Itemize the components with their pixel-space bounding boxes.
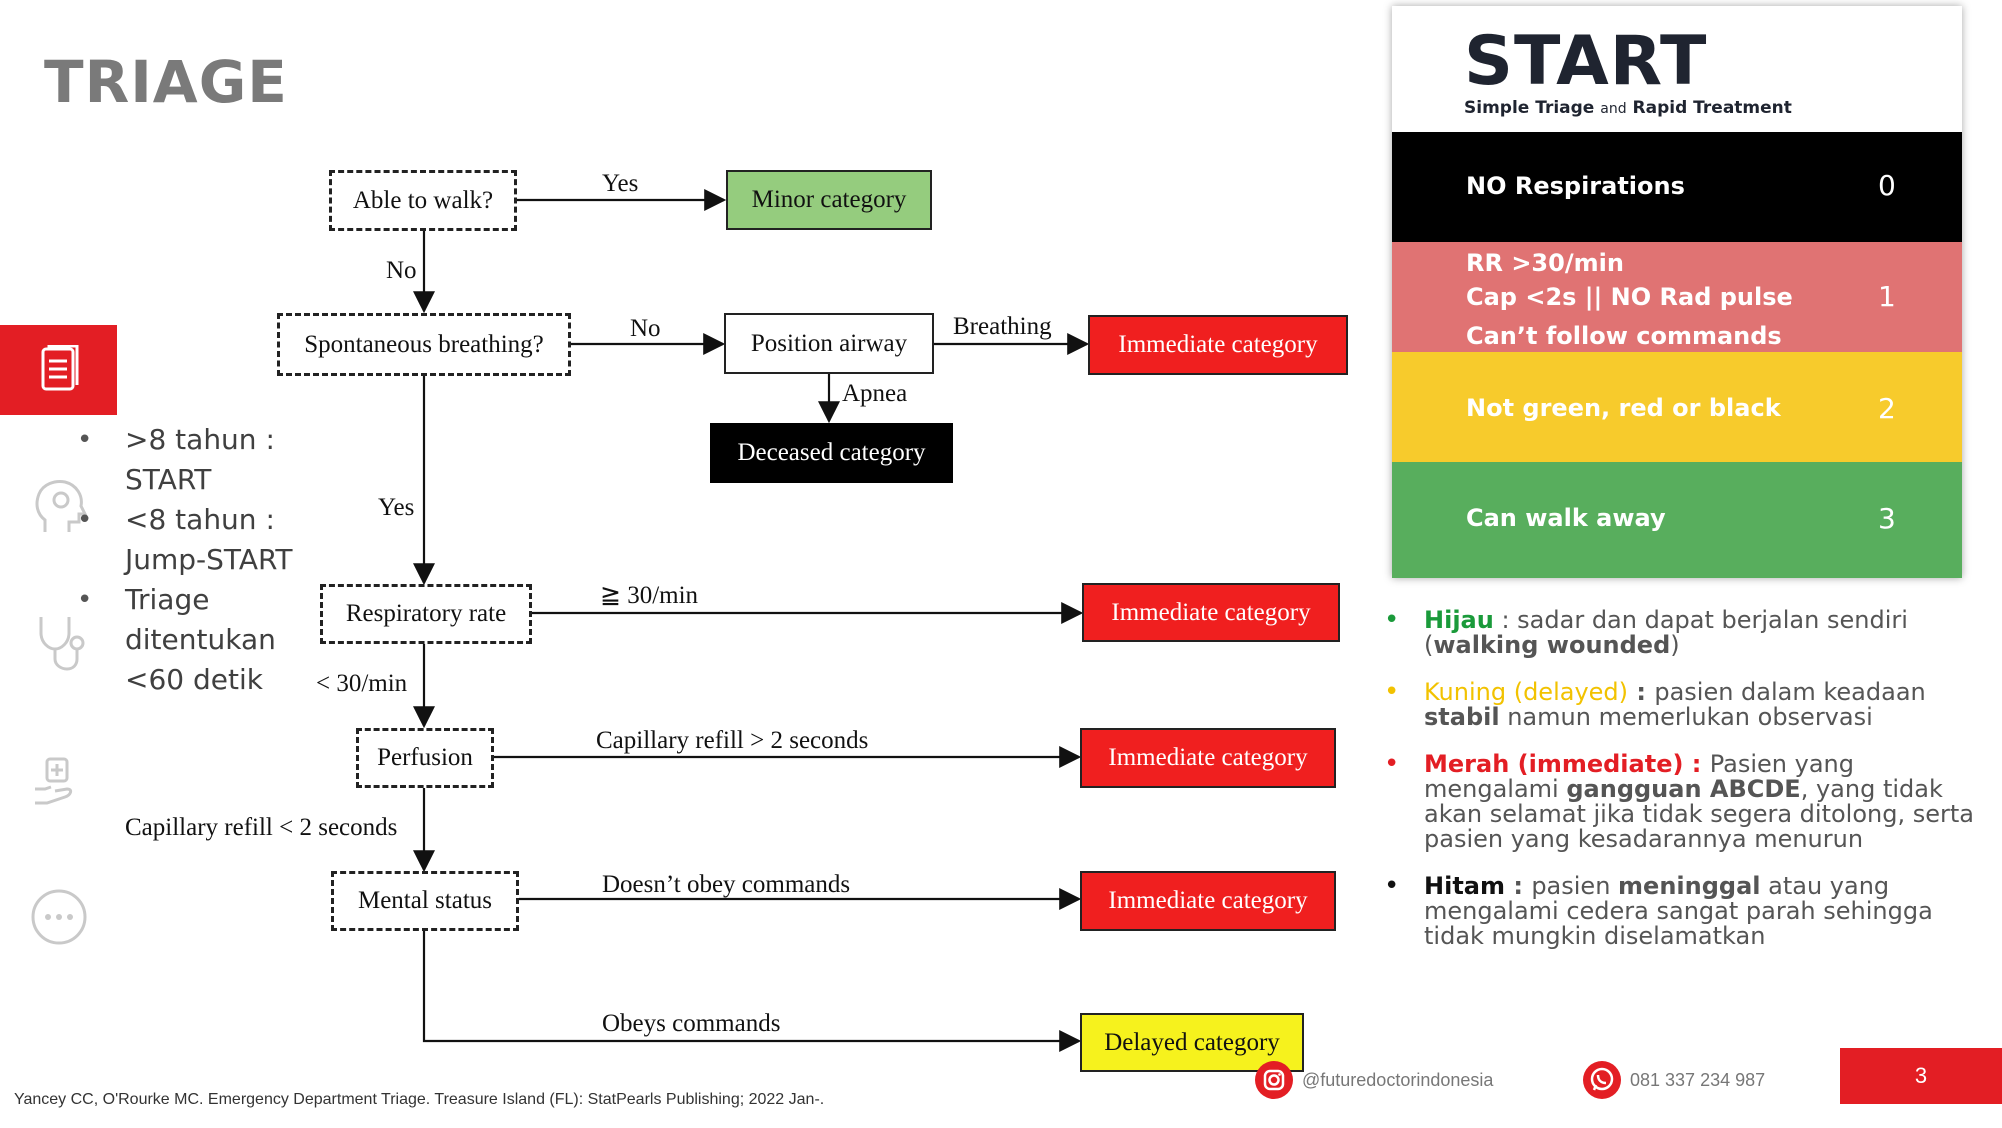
edge-label-cap-low: Capillary refill < 2 seconds xyxy=(125,814,398,841)
page-number: 3 xyxy=(1840,1048,2002,1104)
start-card-title: START xyxy=(1464,22,1708,101)
whatsapp-icon xyxy=(1583,1061,1621,1099)
start-row-yellow: Not green, red or black 2 xyxy=(1392,352,1962,462)
start-row-red: RR >30/min Cap <2s || NO Rad pulse Can’t… xyxy=(1392,242,1962,352)
edge-label-obey: Obeys commands xyxy=(602,1010,781,1037)
node-deceased-category: Deceased category xyxy=(710,423,953,483)
edge-label-breath-no: No xyxy=(630,315,661,342)
legend-item-kuning: • Kuning (delayed) : pasien dalam keadaa… xyxy=(1384,677,1926,731)
legend-item-hijau: • Hijau : sadar dan dapat berjalan sendi… xyxy=(1384,605,1908,659)
start-card: START Simple Triage and Rapid Treatment … xyxy=(1392,6,1962,578)
edge-label-breath-yes: Yes xyxy=(378,494,415,521)
start-row-value: 3 xyxy=(1878,502,1896,535)
document-icon xyxy=(41,345,78,391)
start-row-label: Cap <2s || NO Rad pulse xyxy=(1466,283,1793,311)
edge-label-walk-yes: Yes xyxy=(602,170,639,197)
sidebar-item-document[interactable] xyxy=(0,325,117,415)
whatsapp-link[interactable]: 081 337 234 987 xyxy=(1582,1060,1765,1100)
edge-label-walk-no: No xyxy=(386,257,417,284)
start-row-label: Can walk away xyxy=(1466,504,1666,532)
node-spontaneous-breathing: Spontaneous breathing? xyxy=(277,313,571,376)
start-row-value: 2 xyxy=(1878,392,1896,425)
edge-label-breathing: Breathing xyxy=(953,313,1052,340)
triage-color-legend: • Hijau : sadar dan dapat berjalan sendi… xyxy=(1384,605,1974,971)
edge-label-apnea: Apnea xyxy=(842,380,908,407)
node-perfusion: Perfusion xyxy=(356,728,494,788)
edge-label-resp-low: < 30/min xyxy=(316,670,408,697)
sidebar-item-medical[interactable] xyxy=(28,752,90,814)
reference-citation: Yancey CC, O'Rourke MC. Emergency Depart… xyxy=(14,1091,825,1108)
edge-label-resp-high: ≧ 30/min xyxy=(600,582,699,609)
start-row-green: Can walk away 3 xyxy=(1392,462,1962,578)
start-row-label: RR >30/min xyxy=(1466,249,1624,277)
bullet-item: <8 tahun : Jump-START xyxy=(75,500,305,580)
legend-item-merah: • Merah (immediate) : Pasien yang mengal… xyxy=(1384,749,1974,853)
node-delayed-category: Delayed category xyxy=(1080,1013,1304,1072)
node-minor-category: Minor category xyxy=(726,170,932,230)
medical-hand-icon xyxy=(35,757,73,805)
node-immediate-category-4: Immediate category xyxy=(1080,871,1336,931)
start-row-value: 1 xyxy=(1878,280,1896,313)
start-row-value: 0 xyxy=(1878,169,1896,202)
start-card-subtitle: Simple Triage and Rapid Treatment xyxy=(1464,98,1792,118)
sidebar-item-more[interactable] xyxy=(28,886,90,948)
bullet-item: Triage ditentukan <60 detik xyxy=(75,580,305,700)
node-able-to-walk: Able to walk? xyxy=(329,170,517,231)
instagram-link[interactable]: @futuredoctorindonesia xyxy=(1254,1060,1493,1100)
edge-mental-delayed xyxy=(422,930,1082,1052)
more-options-icon xyxy=(31,889,87,945)
start-row-label: Not green, red or black xyxy=(1466,394,1781,422)
edge-label-no-obey: Doesn’t obey commands xyxy=(602,871,851,898)
node-immediate-category-1: Immediate category xyxy=(1088,315,1348,375)
node-position-airway: Position airway xyxy=(724,313,934,374)
start-row-label: NO Respirations xyxy=(1466,172,1685,200)
edge-label-cap-high: Capillary refill > 2 seconds xyxy=(596,727,869,754)
bullet-item: >8 tahun : START xyxy=(75,420,305,500)
legend-item-hitam: • Hitam : pasien meninggal atau yang men… xyxy=(1384,871,1933,950)
node-immediate-category-2: Immediate category xyxy=(1082,583,1340,642)
node-immediate-category-3: Immediate category xyxy=(1080,728,1336,788)
slide-title: TRIAGE xyxy=(44,48,288,116)
start-row-black: NO Respirations 0 xyxy=(1392,132,1962,242)
instagram-icon xyxy=(1255,1061,1293,1099)
start-card-header: START Simple Triage and Rapid Treatment xyxy=(1392,6,1962,132)
start-row-label: Can’t follow commands xyxy=(1466,322,1782,350)
node-mental-status: Mental status xyxy=(331,871,519,931)
flowchart-connectors xyxy=(413,189,1090,1052)
triage-bullets: >8 tahun : START <8 tahun : Jump-START T… xyxy=(75,420,305,700)
node-respiratory-rate: Respiratory rate xyxy=(320,584,532,644)
